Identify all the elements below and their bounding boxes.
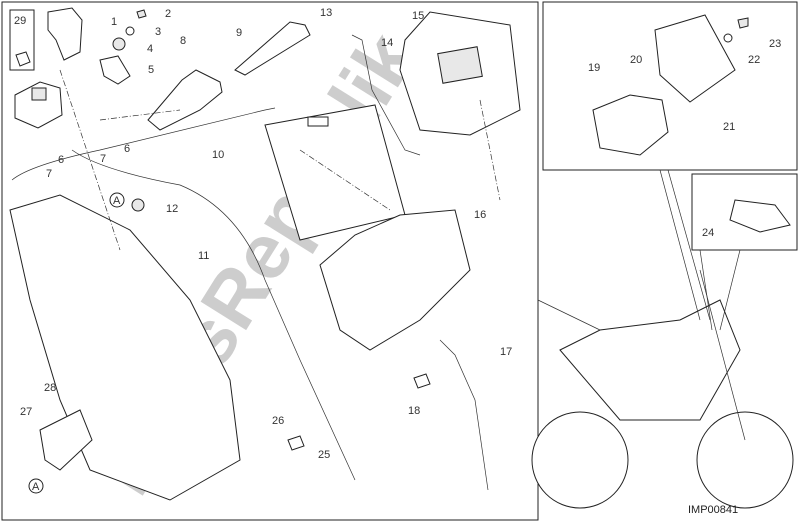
callout-10: 10 [212, 149, 224, 161]
drawing-code: IMP00841 [688, 504, 738, 516]
callout-8: 8 [180, 35, 186, 47]
clip [413, 373, 431, 389]
washer [125, 26, 135, 36]
callout-20: 20 [630, 54, 642, 66]
fuse [15, 51, 31, 67]
screw-23 [737, 17, 749, 29]
callout-1: 1 [111, 16, 117, 28]
pointer-line [659, 169, 711, 321]
callout-2: 2 [165, 8, 171, 20]
battery-tray [319, 209, 471, 351]
voltage-regulator [654, 14, 736, 103]
callout-27: 27 [20, 406, 32, 418]
fuse-holder-bracket [99, 55, 131, 85]
cable-14 [351, 34, 421, 156]
reference-circle [109, 192, 125, 208]
callout-3: 3 [155, 26, 161, 38]
callout-23: 23 [769, 38, 781, 50]
battery-terminal [307, 116, 329, 127]
callout-7: 7 [46, 168, 52, 180]
main-frame [1, 1, 539, 521]
battery-cover [147, 69, 223, 131]
fuse-box-cover [47, 7, 83, 61]
motorcycle [531, 269, 794, 509]
callout-13: 13 [320, 7, 332, 19]
bracket-27 [39, 409, 93, 471]
callout-4: 4 [147, 43, 153, 55]
grommet-12 [131, 198, 145, 212]
bracket-24 [729, 199, 791, 233]
callout-9: 9 [236, 27, 242, 39]
callout-11: 11 [198, 250, 209, 262]
callout-21: 21 [723, 121, 735, 133]
callout-22: 22 [748, 54, 760, 66]
callout-6: 6 [124, 143, 130, 155]
cable-10 [11, 107, 276, 181]
cover [234, 21, 311, 76]
callout-A: A [32, 481, 40, 493]
screw [136, 9, 147, 19]
callout-19: 19 [588, 62, 600, 74]
callout-17: 17 [500, 346, 512, 358]
callout-28: 28 [44, 382, 56, 394]
callout-29: 29 [14, 15, 26, 27]
cable-17 [439, 339, 489, 491]
callout-26: 26 [272, 415, 284, 427]
callout-A: A [113, 195, 121, 207]
callout-24: 24 [702, 227, 714, 239]
callout-14: 14 [381, 37, 393, 49]
callout-5: 5 [148, 64, 154, 76]
regulator-detail-frame [542, 1, 798, 171]
callout-6: 6 [58, 154, 64, 166]
fuse-box [14, 81, 63, 129]
cable-11 [71, 149, 356, 481]
fuse-detail-frame [9, 9, 35, 71]
clamp-25 [287, 435, 305, 451]
rubber-grommet [112, 37, 126, 51]
callout-25: 25 [318, 449, 330, 461]
callout-15: 15 [412, 10, 424, 22]
rear-subframe [9, 194, 241, 501]
pointer-line [699, 249, 741, 331]
washer-22 [723, 33, 733, 43]
bracket-detail-frame [691, 173, 798, 251]
callout-18: 18 [408, 405, 420, 417]
callout-7: 7 [100, 153, 106, 165]
pointer-line [537, 299, 601, 331]
callout-16: 16 [474, 209, 486, 221]
regulator-bracket [592, 94, 669, 156]
callout-12: 12 [166, 203, 178, 215]
reference-circle [28, 478, 44, 494]
